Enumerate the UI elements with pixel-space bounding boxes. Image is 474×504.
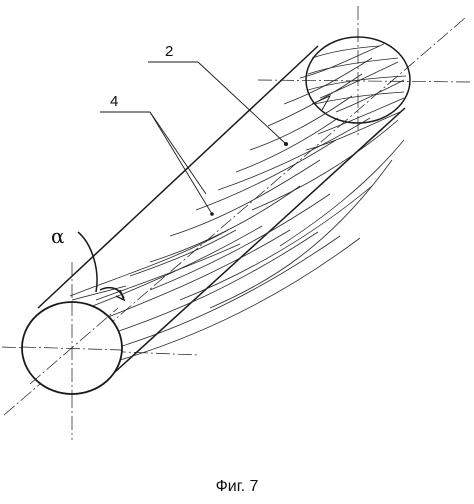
far-end-angle-mark: [311, 95, 332, 111]
alpha-leader: [77, 231, 98, 293]
label-4: 4: [110, 93, 118, 110]
wooden-cylinder: [21, 36, 411, 395]
figure-caption: Фиг. 7: [215, 478, 259, 495]
leader-2-dot: [284, 142, 288, 146]
far-end-grain: [307, 45, 407, 105]
alpha-arrowhead: [115, 289, 126, 302]
alpha-reference-line: [71, 285, 127, 301]
leader-4-diagonal-a: [149, 111, 207, 195]
label-alpha: α: [51, 224, 65, 248]
alpha-angle-indicator: [71, 231, 127, 302]
near-end-axis-overlay: [29, 307, 119, 385]
upper-generator-line: [37, 45, 319, 309]
label-2: 2: [165, 43, 173, 60]
far-end-horizontal-centerline: [257, 79, 471, 83]
leader-4-dot: [210, 212, 214, 216]
leader-4-diagonal-b: [149, 111, 213, 215]
leader-lines: [100, 61, 288, 216]
wood-grain-hatching: [69, 43, 405, 361]
lower-generator-line: [114, 107, 406, 373]
far-end-circle: [305, 36, 411, 124]
leader-2-diagonal: [197, 61, 287, 145]
